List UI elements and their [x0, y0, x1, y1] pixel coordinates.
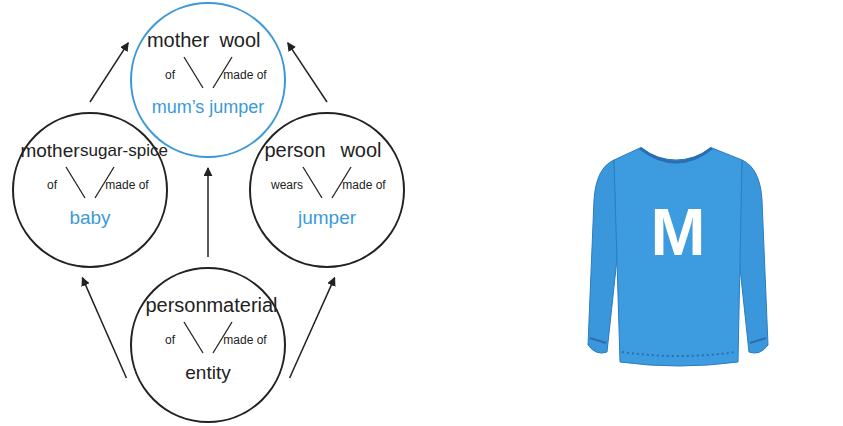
relation-word: wool	[340, 140, 381, 160]
jumper-drawing	[588, 148, 768, 366]
relation-word: material	[206, 295, 277, 315]
relation-label: of	[47, 179, 57, 191]
relation-label: made of	[342, 179, 385, 191]
relation-word: sugar-spice	[80, 142, 168, 159]
relation-label: of	[165, 334, 175, 346]
relation-line	[66, 167, 85, 198]
concept-circle: mother wool of made of mum’s jumper	[130, 2, 286, 158]
jumper-letter: M	[651, 199, 706, 265]
concept-name: jumper	[298, 208, 356, 227]
relation-line	[184, 322, 203, 353]
concept-name: entity	[185, 363, 230, 382]
circle-shape	[131, 3, 285, 157]
relation-label: made of	[105, 179, 148, 191]
arrow-connector	[207, 168, 209, 257]
circle-shape	[250, 113, 404, 267]
concept-name: baby	[69, 208, 110, 227]
relation-label: wears	[271, 179, 303, 191]
circle-shape	[13, 113, 167, 267]
relation-line	[303, 167, 322, 198]
arrow-connector	[82, 278, 126, 378]
relation-word: person	[264, 140, 325, 160]
concept-circle: mothersugar-spice of made of baby	[12, 112, 168, 268]
relation-line	[184, 57, 203, 88]
arrow-connector	[288, 43, 327, 102]
jumper-hem	[622, 352, 736, 356]
left-sleeve	[588, 160, 619, 353]
arrow-connector	[290, 278, 335, 378]
arrow-connector	[90, 43, 128, 102]
concept-circle: personmaterial of made of entity	[130, 267, 286, 423]
concept-name: mum’s jumper	[152, 98, 265, 116]
relation-word: wool	[219, 30, 260, 50]
relation-word: person	[145, 295, 206, 315]
relation-label: made of	[223, 334, 266, 346]
relation-label: of	[165, 69, 175, 81]
relation-word: mother	[20, 141, 79, 160]
concept-circle: person wool wears made of jumper	[249, 112, 405, 268]
jumper-body	[614, 148, 742, 366]
circle-shape	[131, 268, 285, 422]
jumper-cuffs	[590, 338, 766, 343]
relation-word: mother	[147, 30, 209, 50]
jumper-collar	[640, 148, 712, 162]
relation-label: made of	[223, 69, 266, 81]
